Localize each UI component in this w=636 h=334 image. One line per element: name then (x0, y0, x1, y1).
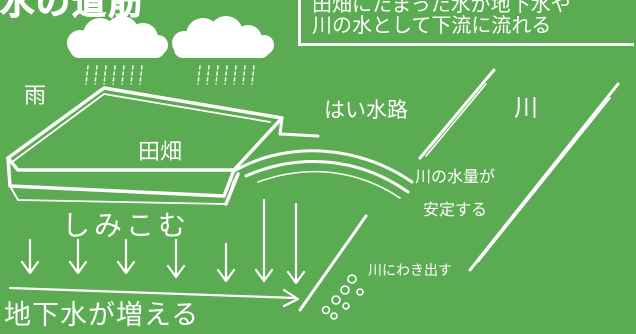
label-spring: 川にわき出す (368, 263, 452, 279)
cloud-right-icon (172, 16, 274, 58)
spring-bubbles (321, 274, 364, 320)
groundwater-arrow (8, 286, 300, 308)
rain-streaks (85, 65, 255, 85)
label-field: 田畑 (138, 140, 183, 165)
cloud-left-icon (67, 16, 168, 58)
caption-line-2: 川の水として下流に流れる (312, 13, 552, 37)
drainage-channel (234, 116, 414, 199)
rice-field-shape (6, 86, 284, 206)
diagram-title: 水の道筋 (0, 0, 144, 23)
soak-arrows (20, 198, 306, 285)
label-river-stable-line-1: 川の水量が (415, 167, 496, 186)
label-ditch: はい水路 (324, 98, 408, 122)
label-river-stable-line-2: 安定する (423, 200, 488, 219)
river-banks (298, 68, 620, 312)
label-river: 川 (514, 94, 538, 122)
label-soak: しみこむ (62, 209, 191, 242)
caption-line-1: 田畑にたまった水が地下水や (312, 0, 571, 16)
caption-box (298, 0, 634, 46)
label-rain: 雨 (24, 84, 47, 109)
label-groundwater: 地下水が増える (4, 300, 200, 331)
